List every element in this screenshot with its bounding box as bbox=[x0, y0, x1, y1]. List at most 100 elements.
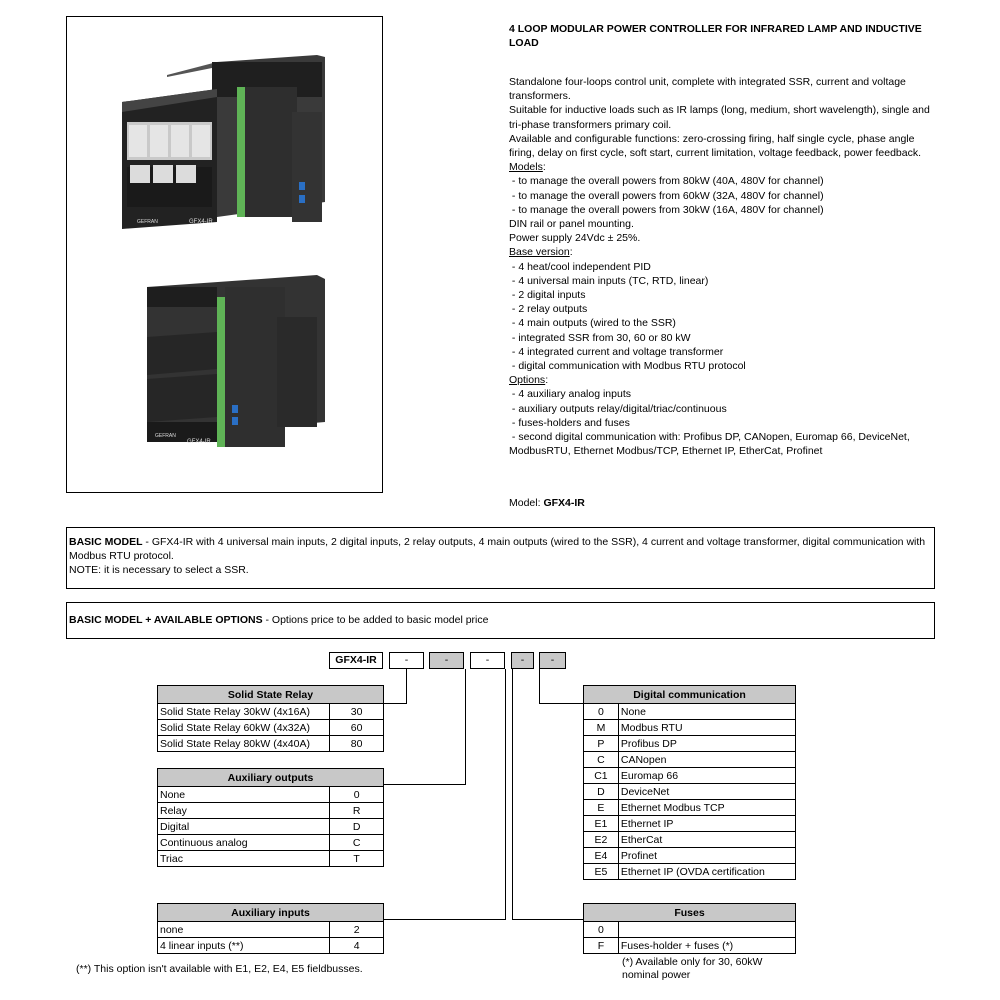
option-label: None bbox=[156, 786, 331, 803]
options-header-label: BASIC MODEL + AVAILABLE OPTIONS bbox=[69, 614, 263, 626]
option-code: E bbox=[583, 799, 619, 816]
code-fuses-cell[interactable]: - bbox=[511, 652, 534, 669]
connector-line bbox=[384, 703, 407, 704]
table-row[interactable]: 4 linear inputs (**)4 bbox=[156, 937, 384, 954]
option-code: E2 bbox=[583, 831, 619, 848]
aux-inputs-footnote: (**) This option isn't available with E1… bbox=[76, 963, 363, 975]
brand-text-top: GEFRAN bbox=[137, 219, 158, 225]
model-name: GFX4-IR bbox=[543, 497, 585, 509]
table-row[interactable]: Solid State Relay 60kW (4x32A)60 bbox=[156, 719, 384, 736]
models-item: - to manage the overall powers from 80kW… bbox=[509, 175, 824, 188]
model-label-bottom: GFX4-IR bbox=[187, 439, 211, 445]
options-header-box: BASIC MODEL + AVAILABLE OPTIONS - Option… bbox=[66, 602, 935, 639]
connector-line bbox=[465, 669, 466, 785]
option-code: E4 bbox=[583, 847, 619, 864]
option-label: Relay bbox=[156, 802, 331, 819]
aux-inputs-title: Auxiliary inputs bbox=[157, 903, 384, 922]
option-label: EtherCat bbox=[617, 831, 797, 848]
mounting-text: DIN rail or panel mounting. bbox=[509, 218, 634, 231]
connector-line bbox=[384, 919, 506, 920]
option-label: Digital bbox=[156, 818, 331, 835]
intro-line: Standalone four-loops control unit, comp… bbox=[509, 76, 909, 103]
connector-line bbox=[512, 919, 583, 920]
intro-line: Available and configurable functions: ze… bbox=[509, 132, 922, 160]
product-description: 4 LOOP MODULAR POWER CONTROLLER FOR INFR… bbox=[509, 22, 939, 458]
connector-line bbox=[539, 669, 540, 704]
models-heading: Models: bbox=[509, 161, 546, 174]
base-version-heading: Base version: bbox=[509, 246, 573, 259]
option-code: 0 bbox=[583, 703, 619, 720]
option-code: C bbox=[329, 834, 384, 851]
code-comm-cell[interactable]: - bbox=[539, 652, 566, 669]
option-label: Ethernet Modbus TCP bbox=[617, 799, 797, 816]
option-label: DeviceNet bbox=[617, 783, 797, 800]
option-code: P bbox=[583, 735, 619, 752]
option-label: None bbox=[617, 703, 797, 720]
option-label: Solid State Relay 60kW (4x32A) bbox=[156, 719, 331, 736]
model-line: Model: GFX4-IR bbox=[509, 497, 585, 509]
code-aux-output-cell[interactable]: - bbox=[429, 652, 464, 669]
fuses-footnote-line: nominal power bbox=[622, 969, 691, 981]
connector-line bbox=[406, 669, 407, 704]
option-label: Triac bbox=[156, 850, 331, 867]
model-prefix: Model: bbox=[509, 497, 544, 509]
aux-outputs-title: Auxiliary outputs bbox=[157, 768, 384, 787]
base-item: - 4 main outputs (wired to the SSR) bbox=[509, 317, 676, 330]
option-label: 4 linear inputs (**) bbox=[156, 937, 331, 954]
brand-text-bottom: GEFRAN bbox=[155, 433, 176, 439]
basic-model-text: - GFX4-IR with 4 universal main inputs, … bbox=[69, 536, 926, 563]
code-base-cell: GFX4-IR bbox=[329, 652, 383, 669]
product-image-frame: GEFRAN GFX4-IR GEFRAN GFX4-IR bbox=[66, 16, 383, 493]
base-item: - 4 heat/cool independent PID bbox=[509, 260, 651, 273]
base-item: - 4 universal main inputs (TC, RTD, line… bbox=[509, 274, 709, 287]
option-label: Profinet bbox=[617, 847, 797, 864]
models-item: - to manage the overall powers from 30kW… bbox=[509, 203, 824, 216]
option-code: T bbox=[329, 850, 384, 867]
code-ssr-cell[interactable]: - bbox=[389, 652, 424, 669]
code-aux-input-cell[interactable]: - bbox=[470, 652, 505, 669]
option-code: 30 bbox=[329, 703, 384, 720]
table-row[interactable]: Solid State Relay 30kW (4x16A)30 bbox=[156, 703, 384, 720]
base-label: Base version bbox=[509, 246, 570, 259]
table-row[interactable]: 0 bbox=[583, 921, 797, 938]
power-supply-text: Power supply 24Vdc ± 25%. bbox=[509, 232, 641, 245]
options-item: - 4 auxiliary analog inputs bbox=[509, 388, 631, 401]
base-item: - 4 integrated current and voltage trans… bbox=[509, 345, 724, 358]
base-item: - integrated SSR from 30, 60 or 80 kW bbox=[509, 331, 691, 344]
ssr-table-title: Solid State Relay bbox=[157, 685, 384, 704]
option-label: Ethernet IP bbox=[617, 815, 797, 832]
options-item: - second digital communication with: Pro… bbox=[509, 431, 913, 458]
option-code: D bbox=[583, 783, 619, 800]
option-code: F bbox=[583, 937, 619, 954]
options-label: Options bbox=[509, 374, 546, 387]
option-code: 0 bbox=[583, 921, 619, 938]
option-code: 4 bbox=[329, 937, 384, 954]
option-code: M bbox=[583, 719, 619, 736]
models-item: - to manage the overall powers from 60kW… bbox=[509, 189, 824, 202]
table-row[interactable]: Solid State Relay 80kW (4x40A)80 bbox=[156, 735, 384, 752]
fuses-footnote-line: (*) Available only for 30, 60kW bbox=[622, 956, 763, 968]
product-photo: GEFRAN GFX4-IR GEFRAN GFX4-IR bbox=[122, 55, 325, 447]
basic-model-label: BASIC MODEL bbox=[69, 536, 143, 548]
basic-model-note: NOTE: it is necessary to select a SSR. bbox=[69, 564, 249, 577]
option-code: E5 bbox=[583, 863, 619, 880]
